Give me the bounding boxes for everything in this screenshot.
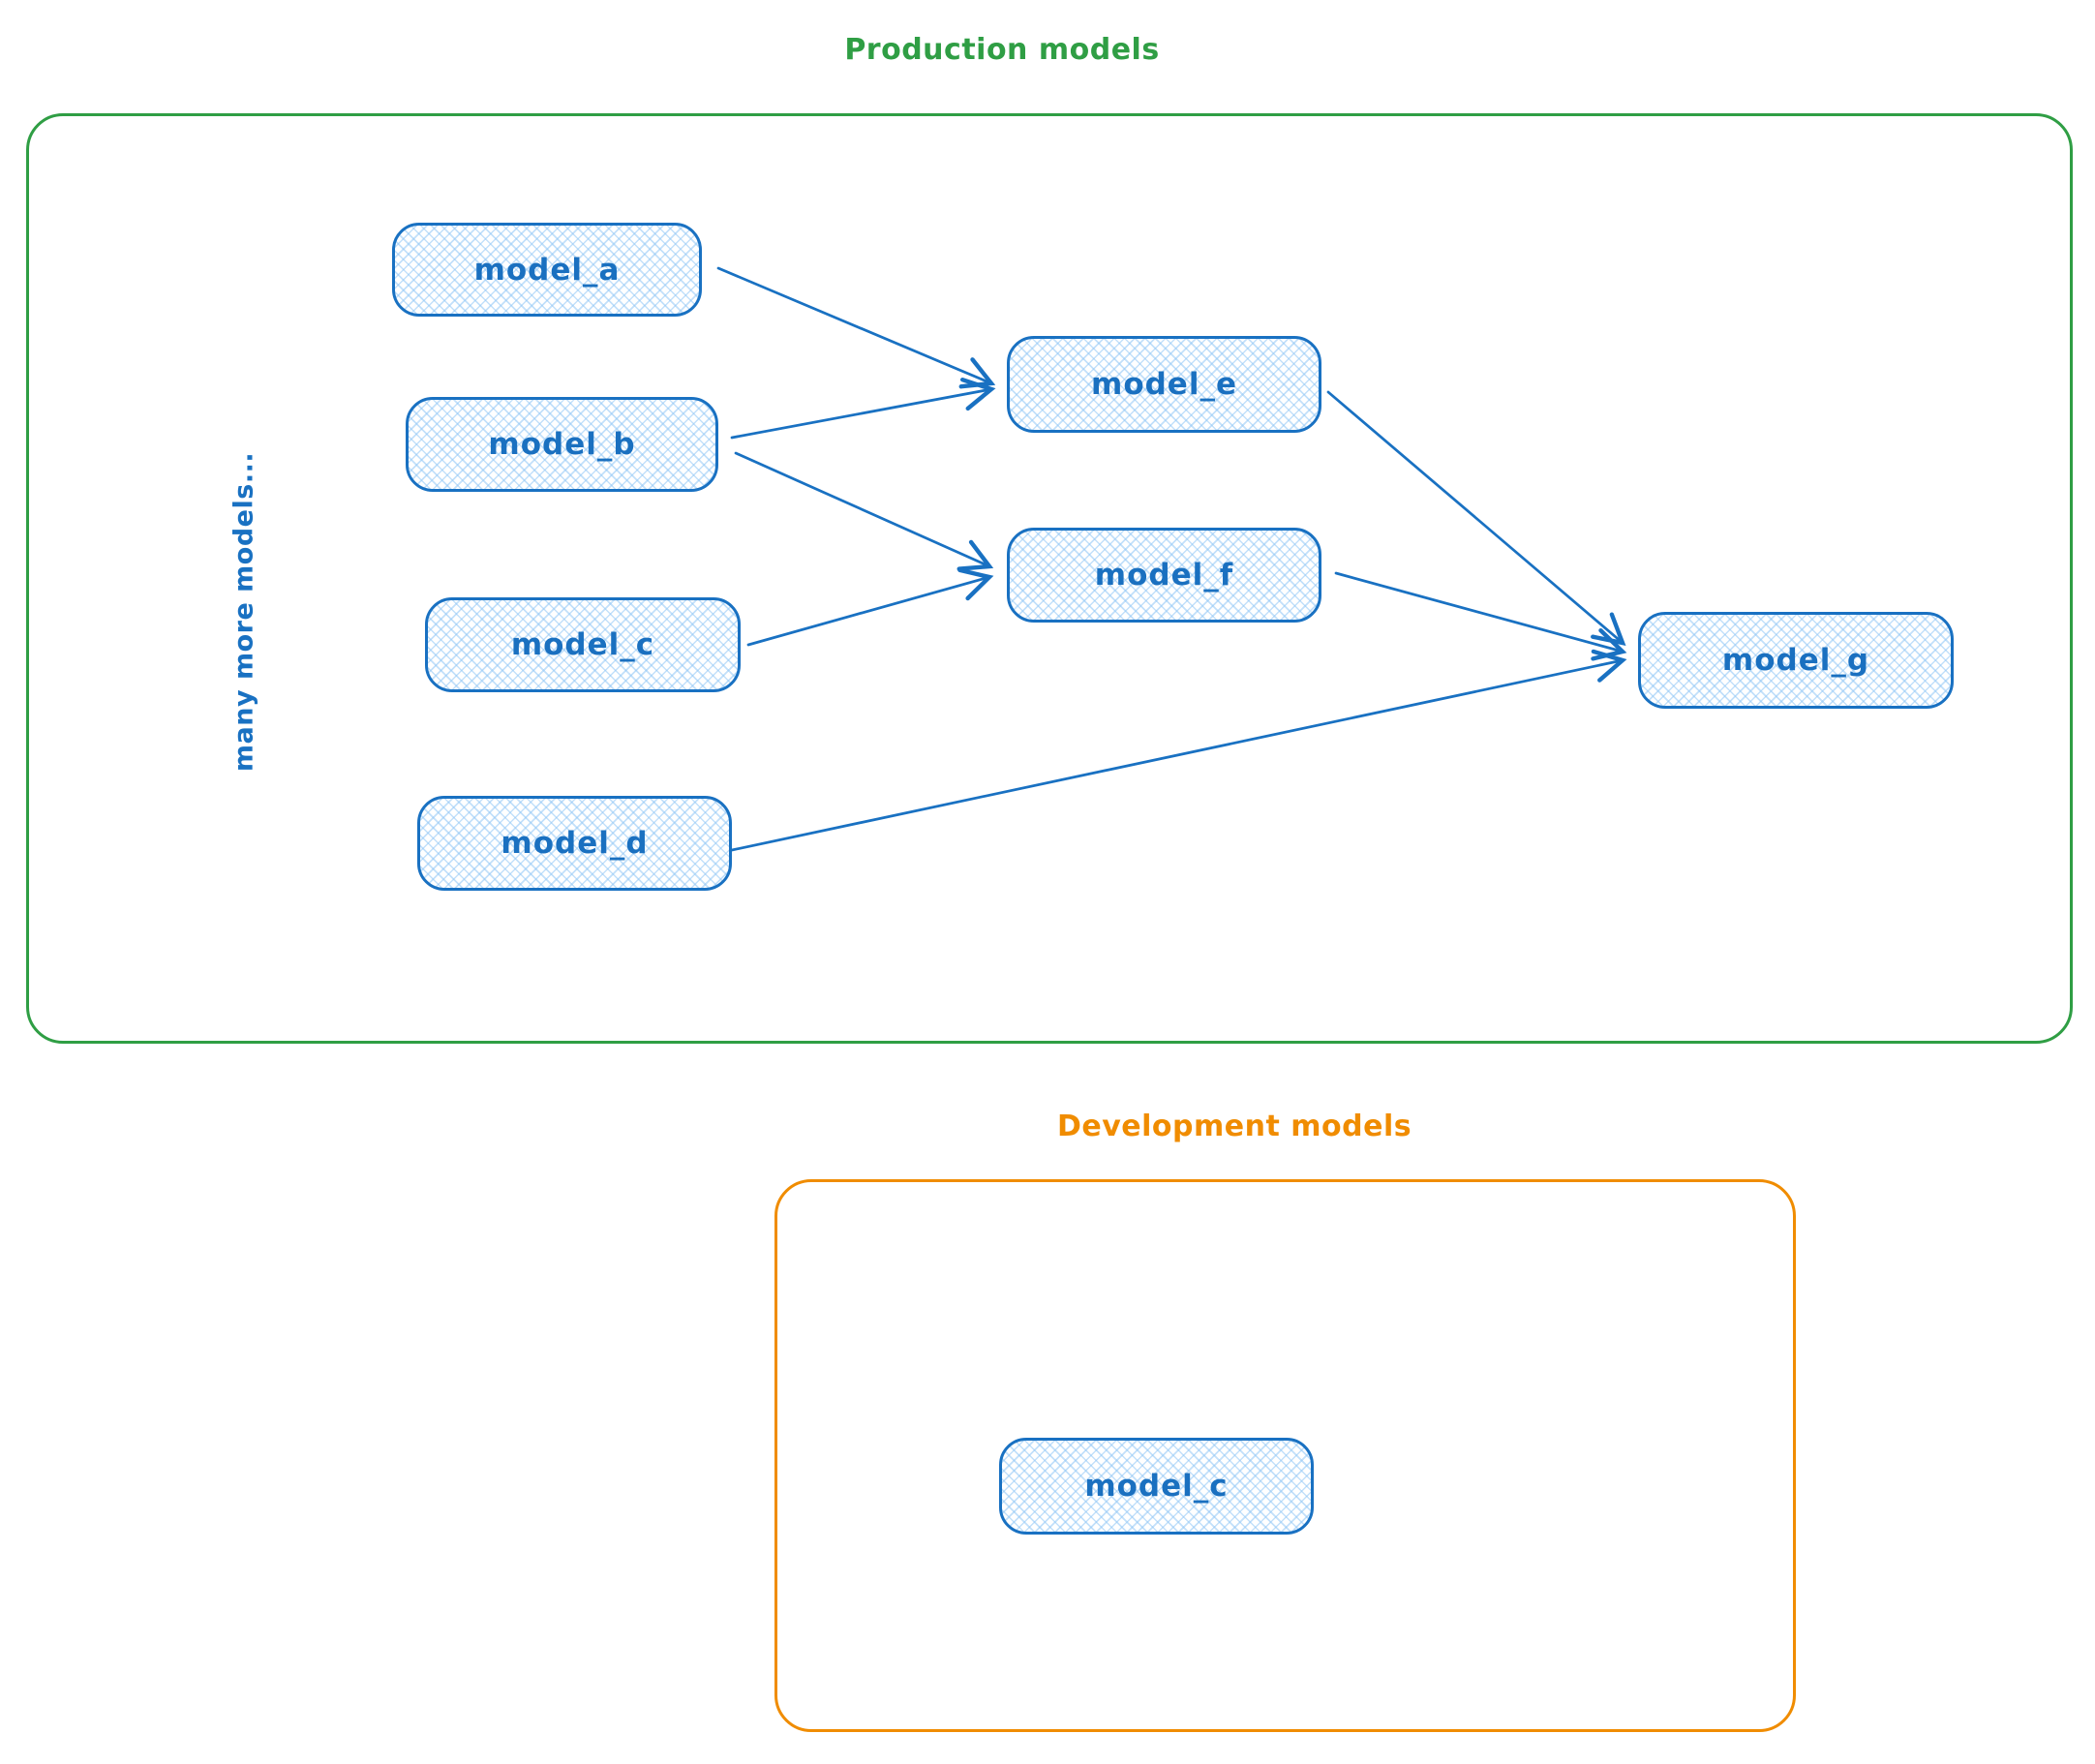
node-label: model_e bbox=[1091, 367, 1237, 402]
node-model_d[interactable]: model_d bbox=[417, 796, 732, 891]
node-model_c_dev[interactable]: model_c bbox=[999, 1438, 1314, 1535]
edge-model_a-to-model_e[interactable] bbox=[716, 266, 996, 389]
node-label: model_d bbox=[501, 826, 649, 861]
node-label: model_c bbox=[510, 627, 655, 662]
node-model_a[interactable]: model_a bbox=[392, 223, 702, 317]
development-title: Development models bbox=[1057, 1110, 1412, 1143]
production-frame[interactable] bbox=[26, 113, 2073, 1044]
edge-model_e-to-model_g[interactable] bbox=[1326, 390, 1626, 646]
edge-model_b-to-model_e[interactable] bbox=[730, 377, 996, 440]
production-title: Production models bbox=[844, 33, 1160, 67]
node-model_b[interactable]: model_b bbox=[406, 397, 718, 492]
edge-model_f-to-model_g[interactable] bbox=[1334, 571, 1627, 661]
edge-model_d-to-model_g[interactable] bbox=[730, 649, 1627, 852]
node-model_c[interactable]: model_c bbox=[425, 597, 741, 692]
node-label: model_b bbox=[488, 427, 636, 462]
many-more-models-note: many more models... bbox=[228, 451, 259, 773]
edge-model_b-to-model_f[interactable] bbox=[734, 451, 994, 571]
node-label: model_a bbox=[473, 252, 621, 288]
node-label: model_c bbox=[1084, 1469, 1229, 1504]
node-model_e[interactable]: model_e bbox=[1007, 336, 1321, 433]
node-model_g[interactable]: model_g bbox=[1638, 612, 1954, 709]
node-model_f[interactable]: model_f bbox=[1007, 528, 1321, 623]
edge-model_c-to-model_f[interactable] bbox=[746, 567, 994, 647]
node-label: model_g bbox=[1721, 643, 1870, 678]
node-label: model_f bbox=[1094, 558, 1234, 593]
development-frame[interactable] bbox=[774, 1179, 1796, 1732]
